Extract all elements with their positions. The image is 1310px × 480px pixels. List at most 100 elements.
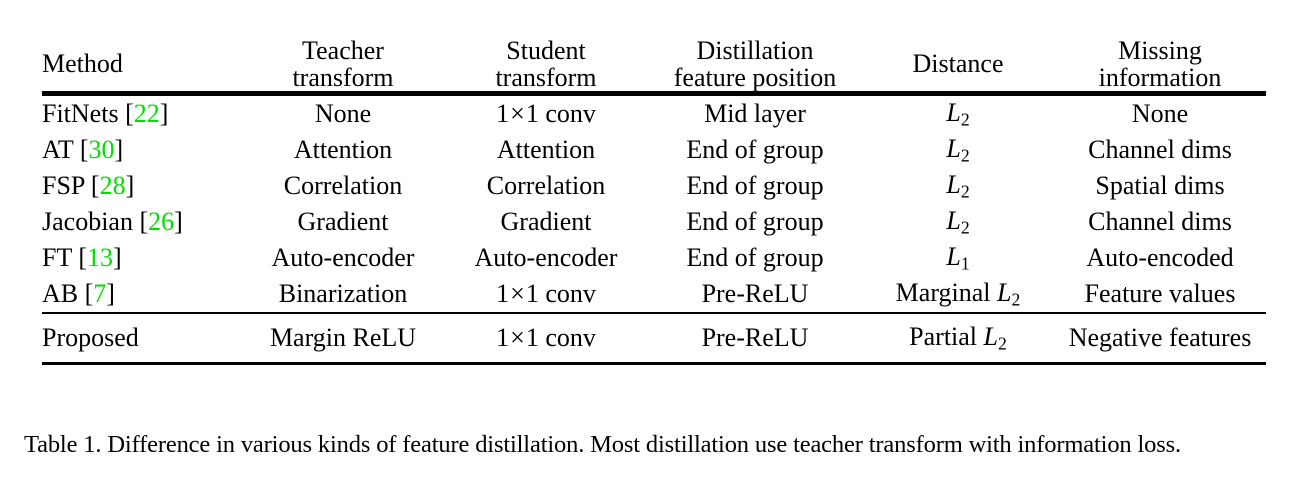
distance-symbol: L1: [946, 241, 970, 274]
column-header-distance: Distance: [862, 38, 1054, 91]
table-row: AB [7] Binarization 1×1 conv Pre-ReLU Margin…: [42, 276, 1266, 312]
times-symbol: ×: [510, 98, 525, 128]
citation-number: 28: [99, 170, 126, 200]
distance-subscript: 2: [960, 109, 970, 130]
column-header-missing-line2: information: [1098, 62, 1222, 92]
column-header-student-line2: transform: [495, 62, 597, 92]
times-symbol: ×: [510, 322, 525, 352]
distance-symbol: L2: [946, 205, 970, 238]
cell-teacher-transform-4: Auto-encoder: [271, 242, 415, 272]
cell-student-transform-0: 1×1 conv: [496, 98, 596, 128]
cell-distillation-feature-position-0: Mid layer: [704, 98, 806, 128]
cell-method-4: FT [13]: [42, 240, 242, 276]
citation-number: 22: [133, 98, 160, 128]
table-row: AT [30] Attention Attention End of group L2 C…: [42, 132, 1266, 168]
method-name: Jacobian: [42, 206, 133, 236]
distance-subscript: 2: [960, 217, 970, 238]
distance-subscript: 2: [998, 333, 1007, 354]
cell-distillation-feature-position-1: End of group: [686, 134, 824, 164]
cell-method-0: FitNets [22]: [42, 96, 242, 132]
cell-distillation-feature-position-2: End of group: [686, 170, 824, 200]
cell-distillation-feature-position-proposed: Pre-ReLU: [701, 322, 809, 352]
column-header-missing-line1: Missing: [1118, 36, 1202, 65]
cell-method-2: FSP [28]: [42, 168, 242, 204]
distance-subscript: 2: [960, 181, 970, 202]
method-name: FSP: [42, 170, 85, 200]
cell-teacher-transform-2: Correlation: [283, 170, 403, 200]
table-top-rule: [42, 91, 1266, 95]
table-header-row: Method Teacher transform Student transfo…: [42, 36, 1266, 92]
citation-reference[interactable]: [22]: [125, 98, 169, 128]
table-proposed-rule: [42, 312, 1266, 315]
cell-distance-3: L2: [862, 204, 1054, 240]
column-header-position-line1: Distillation: [696, 36, 814, 65]
citation-reference[interactable]: [30]: [79, 134, 124, 164]
cell-distance-proposed: Partial L2: [909, 321, 1007, 354]
column-header-teacher-transform: Teacher transform: [242, 37, 444, 92]
method-name: AB: [42, 278, 79, 308]
cell-distillation-feature-position-4: End of group: [686, 242, 824, 272]
cell-method-1: AT [30]: [42, 132, 242, 168]
column-header-method-line1: Method: [42, 49, 123, 79]
cell-distillation-feature-position-5: Pre-ReLU: [701, 278, 809, 308]
column-header-student-line1: Student: [506, 36, 586, 65]
table-row: Jacobian [26] Gradient Gradient End of grou…: [42, 204, 1266, 240]
cell-distance-0: L2: [862, 96, 1054, 132]
cell-missing-information-5: Feature values: [1084, 278, 1236, 308]
citation-reference[interactable]: [28]: [90, 170, 135, 200]
method-name: AT: [42, 134, 74, 164]
cell-missing-information-proposed: Negative features: [1068, 322, 1252, 352]
distance-symbol: L2: [983, 321, 1007, 354]
citation-number: 26: [148, 206, 175, 236]
citation-reference[interactable]: [13]: [78, 242, 122, 272]
method-name: FT: [42, 242, 72, 272]
cell-distillation-feature-position-3: End of group: [686, 206, 824, 236]
distance-subscript: 2: [1011, 289, 1021, 310]
distance-symbol: L2: [946, 169, 970, 202]
column-header-position-line2: feature position: [673, 62, 837, 92]
distance-symbol: L2: [946, 97, 970, 130]
citation-reference[interactable]: [26]: [139, 206, 183, 236]
cell-missing-information-1: Channel dims: [1088, 134, 1232, 164]
cell-teacher-transform-3: Gradient: [297, 206, 389, 236]
column-header-distillation-feature-position: Distillation feature position: [648, 36, 862, 92]
cell-distance-4: L1: [862, 240, 1054, 276]
distance-subscript: 2: [960, 145, 970, 166]
distance-subscript: 1: [960, 253, 970, 274]
cell-method-3: Jacobian [26]: [42, 204, 242, 240]
method-name: FitNets: [42, 98, 119, 128]
cell-missing-information-4: Auto-encoded: [1086, 242, 1234, 272]
comparison-table-container: Method Teacher transform Student transfo…: [42, 36, 1266, 366]
column-header-distance-line1: Distance: [912, 49, 1004, 79]
cell-missing-information-0: None: [1131, 98, 1189, 128]
table-caption: Table 1. Difference in various kinds of …: [24, 431, 1182, 458]
table-bottom-rule: [42, 362, 1266, 366]
cell-missing-information-3: Channel dims: [1088, 206, 1232, 236]
column-header-method: Method: [42, 38, 242, 91]
distance-symbol: L2: [946, 133, 970, 166]
distance-symbol: L2: [997, 277, 1021, 310]
cell-method-proposed: Proposed: [42, 314, 242, 362]
cell-distance-5: Marginal L2: [895, 277, 1021, 310]
citation-reference[interactable]: [7]: [84, 278, 115, 308]
times-symbol: ×: [510, 278, 525, 308]
cell-student-transform-3: Gradient: [500, 206, 592, 236]
cell-teacher-transform-5: Binarization: [278, 278, 408, 308]
cell-teacher-transform-1: Attention: [293, 134, 393, 164]
cell-missing-information-2: Spatial dims: [1095, 170, 1225, 200]
column-header-student-transform: Student transform: [444, 36, 648, 92]
method-name: Proposed: [42, 322, 139, 352]
cell-student-transform-2: Correlation: [486, 170, 606, 200]
citation-number: 7: [93, 278, 107, 308]
cell-student-transform-5: 1×1 conv: [496, 278, 596, 308]
column-header-teacher-line2: transform: [292, 62, 394, 92]
cell-student-transform-1: Attention: [496, 134, 596, 164]
feature-distillation-table: Method Teacher transform Student transfo…: [42, 36, 1266, 366]
citation-number: 13: [87, 242, 114, 272]
